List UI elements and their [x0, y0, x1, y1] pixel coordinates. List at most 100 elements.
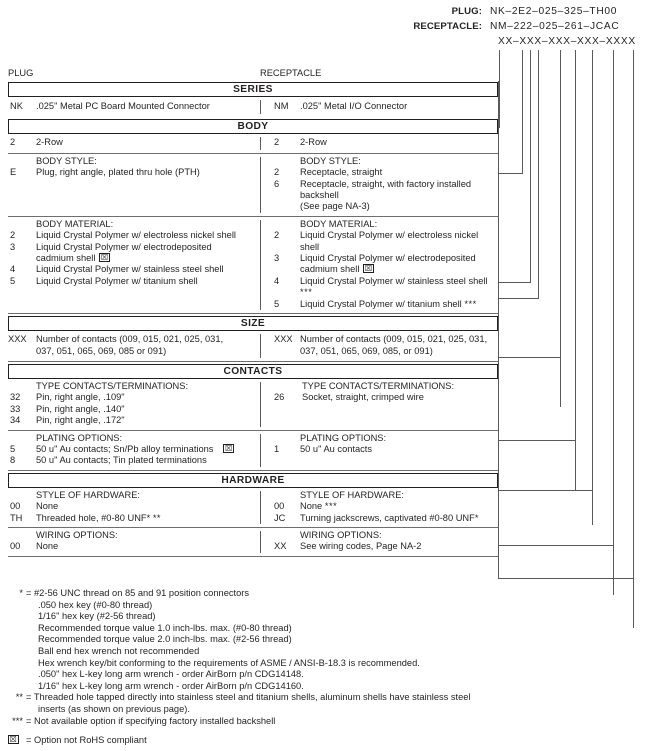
group-contacts-type: TYPE CONTACTS/TERMINATIONS: 32 Pin, righ…	[8, 379, 498, 430]
column-divider	[260, 530, 261, 553]
plug-label: PLUG:	[451, 6, 482, 17]
option-code: 5	[10, 275, 16, 286]
band-size: SIZE	[8, 316, 498, 332]
list-item[interactable]: 3 Liquid Crystal Polymer w/ electrodepos…	[272, 253, 498, 264]
group-hardware-style: STYLE OF HARDWARE: 00 None TH Threaded h…	[8, 488, 498, 527]
column-divider	[260, 156, 261, 213]
list-item[interactable]: 2 2-Row	[8, 137, 260, 148]
list-item[interactable]: NM .025" Metal I/O Connector	[272, 101, 498, 112]
section-rule	[8, 313, 498, 315]
plug-part-number-row: PLUG: NK–2E2–025–325–TH00	[380, 6, 653, 21]
list-item[interactable]: 2 Liquid Crystal Polymer w/ electroless …	[272, 230, 498, 253]
section-rule	[8, 526, 498, 528]
option-code: NK	[10, 101, 23, 111]
return-line-contacts-type	[498, 440, 576, 441]
rohs-noncompliant-icon: ☒	[99, 252, 110, 263]
ladder-left-spine	[498, 81, 499, 578]
list-item[interactable]: 32 Pin, right angle, .109"	[8, 392, 260, 403]
group-heading: PLATING OPTIONS:	[300, 432, 387, 443]
group-body-material: BODY MATERIAL: 2 Liquid Crystal Polymer …	[8, 217, 498, 313]
option-code: 2	[274, 137, 280, 148]
list-item[interactable]: 33 Pin, right angle, .140"	[8, 404, 260, 415]
footnotes: * = #2-56 UNC thread on 85 and 91 positi…	[4, 588, 564, 747]
option-text: Liquid Crystal Polymer w/ electrodeposit…	[300, 253, 476, 264]
option-text: Receptacle, straight, with factory insta…	[300, 178, 472, 201]
ordering-code-ladder: PLUG RECEPTACLE SERIES NK .025" Metal PC…	[8, 66, 498, 557]
leader-line-plating	[592, 50, 593, 525]
series-receptacle-options: NM .025" Metal I/O Connector	[260, 101, 498, 112]
list-item[interactable]: TH Threaded hole, #0-80 UNF* **	[8, 513, 260, 524]
list-item[interactable]: 2 Receptacle, straight	[272, 167, 498, 178]
leader-line-wiring	[633, 50, 634, 628]
list-item[interactable]: E Plug, right angle, plated thru hole (P…	[8, 167, 260, 178]
option-text: Number of contacts (009, 015, 021, 025, …	[36, 334, 224, 345]
option-code: 6	[274, 178, 280, 189]
list-item[interactable]: 1 50 u" Au contacts	[272, 444, 498, 455]
option-text: 50 u" Au contacts; Tin plated terminatio…	[36, 455, 207, 466]
receptacle-part-number: NM–222–025–261–JCAC	[490, 21, 620, 32]
list-item[interactable]: 34 Pin, right angle, .172"	[8, 415, 260, 426]
group-heading: WIRING OPTIONS:	[300, 529, 382, 540]
list-item[interactable]: 2 Liquid Crystal Polymer w/ electroless …	[8, 230, 260, 241]
option-text: Liquid Crystal Polymer w/ titanium shell…	[300, 299, 498, 310]
band-contacts: CONTACTS	[8, 363, 498, 379]
list-item[interactable]: XX See wiring codes, Page NA-2	[272, 541, 498, 552]
list-item[interactable]: 5 Liquid Crystal Polymer w/ titanium she…	[272, 299, 498, 310]
list-item[interactable]: 26 Socket, straight, crimped wire	[272, 392, 498, 403]
list-item[interactable]: 5 50 u" Au contacts; Sn/Pb alloy termina…	[8, 444, 260, 455]
size-plug-options: XXX Number of contacts (009, 015, 021, 0…	[8, 334, 260, 357]
option-text: None ***	[300, 501, 498, 512]
return-line-hardware	[498, 545, 614, 546]
list-item[interactable]: 6 Receptacle, straight, with factory ins…	[272, 179, 498, 202]
section-rule	[8, 215, 498, 217]
list-item[interactable]: 00 None ***	[272, 501, 498, 512]
group-heading: PLATING OPTIONS:	[36, 432, 123, 443]
option-text: Pin, right angle, .140"	[36, 403, 125, 414]
leader-line-hardware	[613, 50, 614, 595]
body-style-plug-options: BODY STYLE: E Plug, right angle, plated …	[8, 156, 260, 213]
option-label: Threaded hole, #0-80 UNF*	[36, 512, 151, 523]
footnote-lead: = #2-56 UNC thread on 85 and 91 position…	[26, 588, 250, 598]
group-body-style: BODY STYLE: E Plug, right angle, plated …	[8, 154, 498, 216]
group-heading: STYLE OF HARDWARE:	[300, 489, 404, 500]
list-item[interactable]: 00 None	[8, 501, 260, 512]
list-item[interactable]: 4 Liquid Crystal Polymer w/ stainless st…	[8, 264, 260, 275]
leader-line-series	[499, 50, 500, 127]
option-text: Socket, straight, crimped wire	[302, 392, 424, 403]
section-rule	[8, 429, 498, 431]
list-item[interactable]: 8 50 u" Au contacts; Tin plated terminat…	[8, 455, 260, 466]
option-code: 5	[274, 298, 280, 309]
list-item[interactable]: NK .025" Metal PC Board Mounted Connecto…	[8, 101, 260, 112]
option-code: 34	[10, 415, 21, 426]
option-text: Pin, right angle, .172"	[36, 415, 125, 426]
footnote-line: Ball end hex wrench not recommended	[38, 645, 200, 656]
option-label: None	[300, 501, 323, 512]
option-continuation: 037, 051, 065, 069, 085 or 091)	[36, 345, 167, 356]
list-item[interactable]: 00 None	[8, 541, 260, 552]
footnote-line: 1/16" hex key (#2-56 thread)	[38, 611, 156, 622]
list-item[interactable]: XXX Number of contacts (009, 015, 021, 0…	[272, 334, 498, 345]
list-item[interactable]: 4 Liquid Crystal Polymer w/ stainless st…	[272, 276, 498, 299]
list-item[interactable]: 5 Liquid Crystal Polymer w/ titanium she…	[8, 276, 260, 287]
list-item[interactable]: JC Turning jackscrews, captivated #0-80 …	[272, 513, 498, 524]
option-code: XXX	[274, 334, 293, 345]
option-code: 4	[274, 275, 280, 286]
leader-line-row	[522, 50, 523, 173]
option-label: Liquid Crystal Polymer w/ titanium shell	[300, 298, 462, 309]
section-rule	[8, 469, 498, 471]
option-code: 4	[10, 264, 16, 275]
body-material-receptacle-options: BODY MATERIAL: 2 Liquid Crystal Polymer …	[260, 219, 498, 310]
column-divider	[260, 490, 261, 524]
list-item[interactable]: 2 2-Row	[272, 137, 498, 148]
return-line-body-style	[498, 282, 531, 283]
return-line-size	[498, 357, 561, 358]
return-line-wiring	[498, 578, 634, 579]
plug-part-number: NK–2E2–025–325–TH00	[490, 6, 618, 17]
footnote-marker: ☒	[4, 735, 26, 747]
list-item[interactable]: 3 Liquid Crystal Polymer w/ electrodepos…	[8, 242, 260, 253]
option-text: Receptacle, straight	[300, 167, 383, 178]
list-item[interactable]: XXX Number of contacts (009, 015, 021, 0…	[8, 334, 260, 345]
column-heading-receptacle: RECEPTACLE	[260, 68, 322, 78]
series-plug-options: NK .025" Metal PC Board Mounted Connecto…	[8, 101, 260, 112]
footnote-body: = Not available option if specifying fac…	[26, 716, 564, 728]
